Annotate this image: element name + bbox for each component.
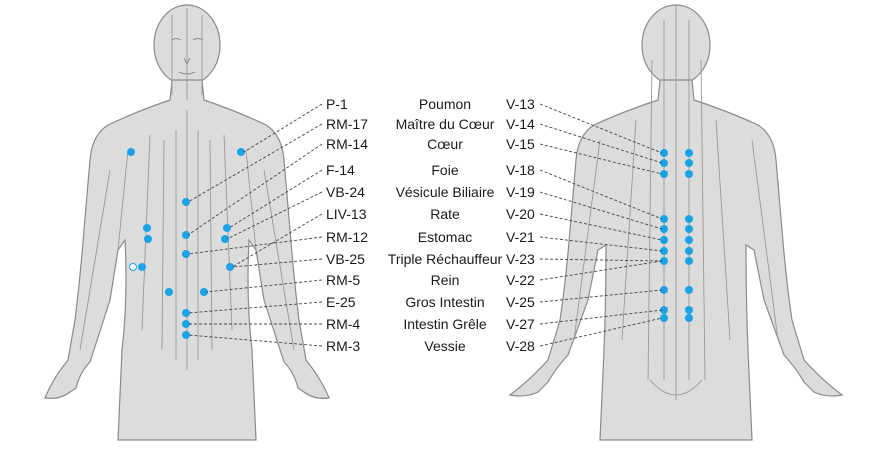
back-code-label: V-18 bbox=[506, 162, 535, 178]
back-code-label: V-14 bbox=[506, 116, 535, 132]
back-code-label: V-23 bbox=[506, 251, 535, 267]
front-face bbox=[171, 38, 204, 75]
front-code-label: RM-12 bbox=[326, 229, 369, 245]
front-code-label: RM-4 bbox=[326, 316, 361, 332]
point-p1-right bbox=[237, 148, 245, 156]
point-rm17 bbox=[182, 198, 190, 206]
front-code-label: P-1 bbox=[326, 96, 348, 112]
point-vb24-left bbox=[144, 235, 152, 243]
point-f14-left bbox=[143, 224, 151, 232]
point-open bbox=[129, 263, 137, 271]
point-rm3 bbox=[182, 331, 190, 339]
back-leader-lines bbox=[539, 103, 663, 347]
back-acupoints bbox=[660, 149, 693, 322]
organ-label: Vésicule Biliaire bbox=[395, 184, 495, 200]
point-rm12 bbox=[182, 250, 190, 258]
front-code-label: RM-17 bbox=[326, 116, 369, 132]
point-p1-left bbox=[127, 148, 135, 156]
back-code-label: V-28 bbox=[506, 338, 535, 354]
organ-label: Gros Intestin bbox=[405, 294, 485, 310]
back-meridians bbox=[573, 5, 779, 400]
point-rm4 bbox=[182, 320, 190, 328]
back-code-label: V-22 bbox=[506, 272, 535, 288]
back-code-label: V-15 bbox=[506, 136, 535, 152]
point-f14-right bbox=[223, 224, 231, 232]
point-rm14 bbox=[182, 231, 190, 239]
organ-label: Foie bbox=[431, 162, 459, 178]
organ-label: Intestin Grêle bbox=[403, 316, 487, 332]
back-code-label: V-21 bbox=[506, 229, 535, 245]
organ-label: Maître du Cœur bbox=[395, 116, 495, 132]
point-rm5 bbox=[182, 309, 190, 317]
organ-label: Rein bbox=[430, 272, 460, 288]
organ-label: Poumon bbox=[418, 96, 472, 112]
point-vb24-right bbox=[221, 235, 229, 243]
organ-label: Cœur bbox=[427, 136, 463, 152]
front-code-label: LIV-13 bbox=[326, 206, 367, 222]
front-code-label: RM-14 bbox=[326, 136, 369, 152]
back-code-label: V-27 bbox=[506, 316, 535, 332]
organ-label: Rate bbox=[430, 206, 460, 222]
front-code-label: E-25 bbox=[326, 294, 356, 310]
front-code-label: RM-5 bbox=[326, 272, 361, 288]
back-code-label: V-20 bbox=[506, 206, 535, 222]
front-code-label: F-14 bbox=[326, 162, 355, 178]
back-code-label: V-19 bbox=[506, 184, 535, 200]
front-code-label: VB-25 bbox=[326, 251, 365, 267]
organ-label: Triple Réchauffeur bbox=[387, 251, 503, 267]
front-leader-lines bbox=[187, 103, 323, 347]
front-acupoints bbox=[127, 148, 245, 339]
point-e25-right bbox=[200, 288, 208, 296]
back-code-label: V-13 bbox=[506, 96, 535, 112]
organ-label: Vessie bbox=[424, 338, 466, 354]
back-code-label: V-25 bbox=[506, 294, 535, 310]
front-code-label: RM-3 bbox=[326, 338, 361, 354]
front-code-label: VB-24 bbox=[326, 184, 365, 200]
organ-label: Estomac bbox=[417, 229, 473, 245]
point-e25-left bbox=[165, 288, 173, 296]
front-meridians bbox=[79, 8, 295, 370]
point-vb25 bbox=[226, 263, 234, 271]
point-liv13 bbox=[138, 263, 146, 271]
